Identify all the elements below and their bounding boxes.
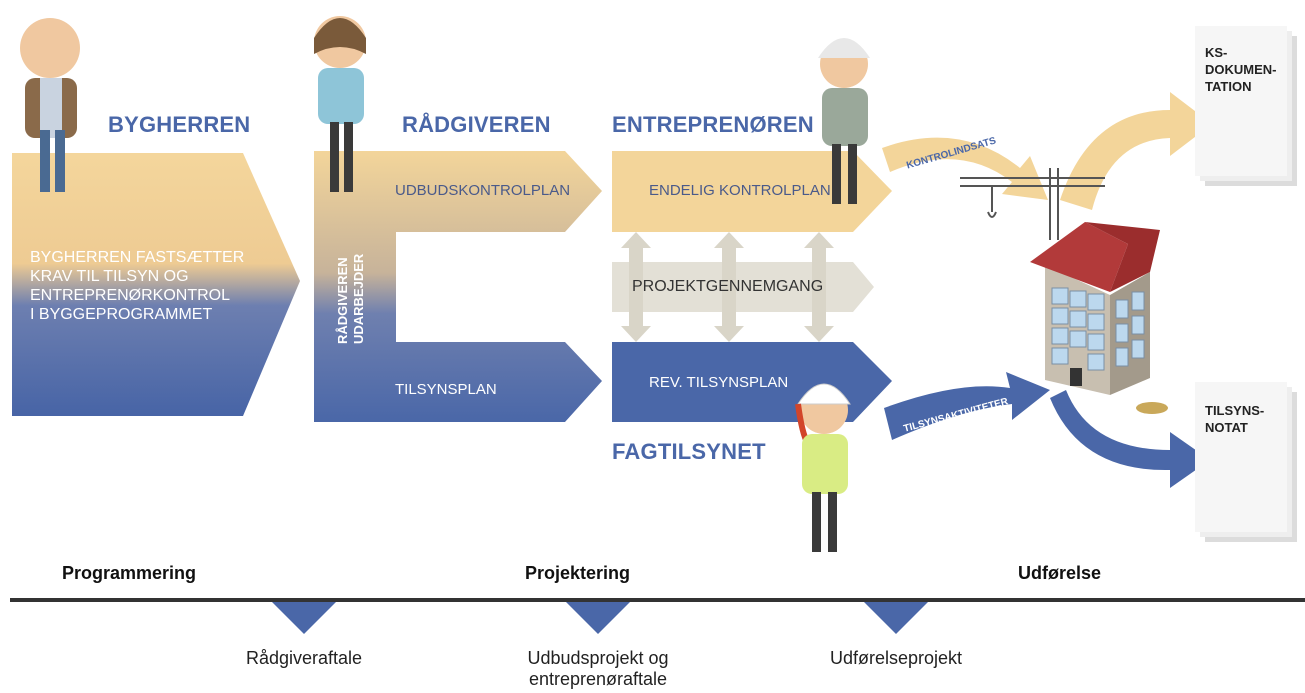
role-fagtilsynet: FAGTILSYNET <box>612 439 766 464</box>
ks-line-3: TATION <box>1205 79 1252 94</box>
bygherre-line-1: BYGHERREN FASTSÆTTER <box>30 249 245 266</box>
role-entreprenoeren: ENTREPRENØREN <box>612 112 814 137</box>
endelig-kontrolplan-label: ENDELIG KONTROLPLAN <box>649 182 831 199</box>
bygherre-line-4: I BYGGEPROGRAMMET <box>30 306 213 323</box>
role-bygherren: BYGHERREN <box>108 112 251 137</box>
tilsynsaktiviteter-arrow <box>884 372 1050 440</box>
vertical-line-1: RÅDGIVEREN <box>335 257 350 344</box>
milestone-marker-1 <box>272 602 336 634</box>
milestone-raadgiveraftale: Rådgiveraftale <box>245 648 363 668</box>
bygherre-person-icon <box>20 18 80 192</box>
vertical-line-2: UDARBEJDER <box>351 253 366 344</box>
bygherre-line-3: ENTREPRENØRKONTROL <box>30 287 231 304</box>
udbudskontrolplan-label: UDBUDSKONTROLPLAN <box>395 182 571 199</box>
ks-document <box>1195 26 1297 186</box>
milestone-2-line-2: entreprenøraftale <box>528 669 668 689</box>
tilsyn-document-label: TILSYNS- NOTAT <box>1205 402 1264 436</box>
tilsyn-line-2: NOTAT <box>1205 420 1248 435</box>
milestone-udfoerelseprojekt: Udførelseprojekt <box>829 648 963 668</box>
tilsynsnotat-arrow <box>1050 390 1210 488</box>
tilsyn-line-1: TILSYNS- <box>1205 403 1265 418</box>
tilsyn-document <box>1195 382 1297 542</box>
milestone-udbudsprojekt: Udbudsprojekt og entreprenøraftale <box>498 648 698 690</box>
kontrolindsats-arrow <box>882 137 1048 200</box>
bygherre-line-2: KRAV TIL TILSYN OG <box>30 268 189 285</box>
crane-icon <box>960 168 1105 240</box>
bygherre-description: BYGHERREN FASTSÆTTER KRAV TIL TILSYN OG … <box>30 248 244 324</box>
projektgennemgang-label: PROJEKTGENNEMGANG <box>632 278 824 295</box>
tilsynsplan-label: TILSYNSPLAN <box>395 381 497 398</box>
raadgiver-person-icon <box>314 16 366 192</box>
ks-arrow <box>1060 92 1212 210</box>
phase-programmering: Programmering <box>62 563 197 583</box>
ks-document-label: KS- DOKUMEN- TATION <box>1205 44 1277 95</box>
building-icon <box>1030 222 1168 414</box>
rev-tilsynsplan-label: REV. TILSYNSPLAN <box>649 374 789 391</box>
fagtilsyn-person-icon <box>795 383 851 552</box>
milestone-2-line-1: Udbudsprojekt og <box>527 648 669 668</box>
raadgiver-bracket <box>314 151 602 422</box>
projektgennemgang-band <box>612 262 874 312</box>
phase-udfoerelse: Udførelse <box>1018 563 1102 583</box>
double-arrows <box>621 232 834 342</box>
milestone-marker-3 <box>864 602 928 634</box>
bygherre-arrow <box>12 153 300 416</box>
entreprenoer-person-icon <box>818 38 870 204</box>
phase-projektering: Projektering <box>525 563 631 583</box>
endelig-kontrolplan-arrow <box>612 151 892 232</box>
raadgiver-vertical-text: RÅDGIVEREN UDARBEJDER <box>333 232 373 344</box>
ks-line-2: DOKUMEN- <box>1205 62 1277 77</box>
ks-line-1: KS- <box>1205 45 1228 60</box>
role-raadgiveren: RÅDGIVEREN <box>402 112 551 137</box>
milestone-marker-2 <box>566 602 630 634</box>
